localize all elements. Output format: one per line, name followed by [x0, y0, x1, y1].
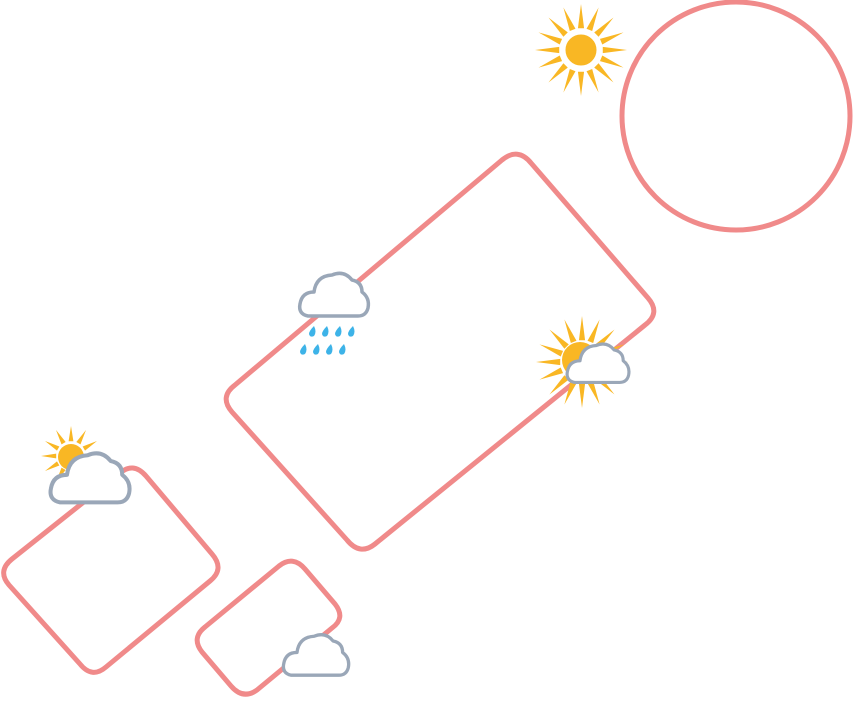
rain-drop	[326, 344, 333, 355]
partly-cloudy-icon	[536, 316, 631, 408]
rain-drop	[348, 326, 355, 337]
sun-icon	[535, 4, 627, 96]
rain-drop	[335, 326, 342, 337]
sun-ray	[41, 453, 57, 459]
sun-ray	[76, 430, 86, 445]
cloud-shape	[565, 342, 631, 384]
partly-cloudy-small-icon	[41, 426, 132, 505]
rain-drop	[339, 344, 346, 355]
sun-ray	[563, 68, 576, 93]
sun-ray	[599, 32, 624, 45]
sun-ray	[548, 63, 568, 83]
sun-ray	[564, 319, 577, 344]
sun-ray	[586, 68, 599, 93]
small-rotated-rectangle	[194, 558, 343, 697]
sun-ray	[82, 441, 97, 451]
sun-ray	[578, 383, 586, 408]
sun-ray	[599, 55, 624, 68]
large-circle	[619, 0, 853, 233]
cloud-shape	[48, 451, 132, 505]
sun-ray	[45, 441, 60, 451]
sun-ray	[536, 358, 561, 366]
sun-ray	[535, 46, 560, 54]
rain-drop	[309, 326, 316, 337]
sun-ray	[587, 319, 600, 344]
large-rotated-rectangle	[223, 151, 657, 552]
sun-core	[562, 31, 600, 69]
sun-ray	[68, 426, 74, 442]
rain-drop	[322, 326, 329, 337]
sun-ray	[578, 316, 586, 341]
sun-ray	[539, 367, 564, 380]
sun-ray	[548, 17, 568, 37]
left-rotated-rectangle	[1, 465, 221, 675]
sun-ray	[538, 55, 563, 68]
sun-ray	[549, 329, 569, 349]
sun-ray	[594, 17, 614, 37]
rain-cloud-shape	[297, 271, 371, 318]
sun-rays	[535, 4, 627, 96]
cloud-shape	[281, 633, 351, 677]
rain-cloud-icon	[297, 271, 371, 355]
sun-ray	[538, 32, 563, 45]
sun-ray	[594, 63, 614, 83]
sun-ray	[56, 430, 66, 445]
sun-ray	[602, 46, 627, 54]
sun-ray	[539, 344, 564, 357]
sun-ray	[586, 7, 599, 32]
sun-ray	[549, 375, 569, 395]
sun-ray	[587, 380, 600, 405]
cloud-icon	[281, 633, 351, 677]
sun-ray	[577, 4, 585, 29]
sun-ray	[45, 461, 60, 471]
rain-drops	[300, 326, 355, 355]
sun-ray	[564, 380, 577, 405]
rain-drop	[313, 344, 320, 355]
sun-ray	[577, 71, 585, 96]
sun-ray	[563, 7, 576, 32]
rain-drop	[300, 344, 307, 355]
